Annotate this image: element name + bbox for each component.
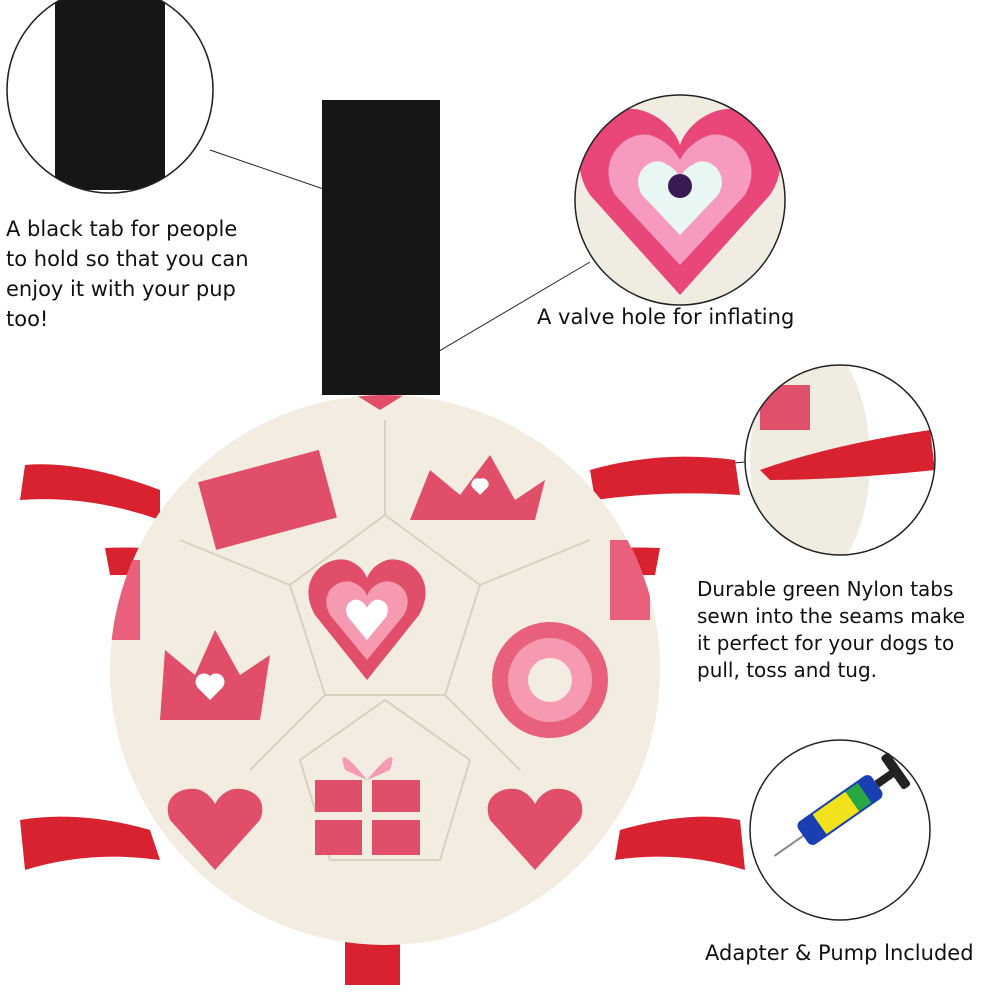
caption-line: to hold so that you can <box>6 247 249 271</box>
caption-pump: Adapter & Pump lncluded <box>705 941 974 965</box>
caption-black-tab: A black tab for people to hold so that y… <box>6 214 249 334</box>
detail-circle-black-tab <box>6 0 214 194</box>
caption-valve: A valve hole for inflating <box>537 305 795 329</box>
ball <box>110 385 660 945</box>
caption-line: A black tab for people <box>6 217 238 241</box>
caption-line: pull, toss and tug. <box>697 658 878 682</box>
black-tab <box>322 100 440 395</box>
caption-line: Durable green Nylon tabs <box>697 577 954 601</box>
caption-line: too! <box>6 307 49 331</box>
caption-line: sewn into the seams make <box>697 604 966 628</box>
detail-circle-nylon-tab <box>744 364 936 556</box>
caption-line: enjoy it with your pup <box>6 277 236 301</box>
detail-circle-valve <box>574 94 786 306</box>
detail-circle-pump <box>749 739 931 921</box>
pump-icon <box>773 752 911 857</box>
caption-nylon-tabs: Durable green Nylon tabs sewn into the s… <box>697 576 965 684</box>
caption-line: it perfect for your dogs to <box>697 631 955 655</box>
